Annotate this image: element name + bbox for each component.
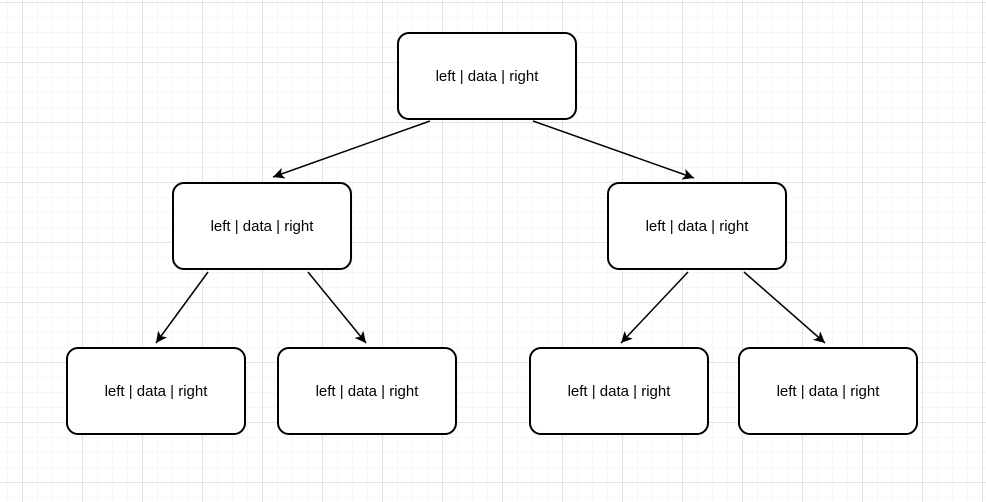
tree-node-left-child[interactable]: left | data | right (172, 182, 352, 270)
edge-right-child-to-right-left-leaf[interactable] (620, 271, 689, 344)
edge-root-to-left-child[interactable] (272, 120, 431, 179)
edge-left-child-to-left-right-leaf[interactable] (307, 271, 367, 344)
node-label: left | data | right (567, 382, 671, 400)
tree-node-right-left-leaf[interactable]: left | data | right (529, 347, 709, 435)
tree-node-right-right-leaf[interactable]: left | data | right (738, 347, 918, 435)
tree-node-left-left-leaf[interactable]: left | data | right (66, 347, 246, 435)
node-label: left | data | right (776, 382, 880, 400)
node-label: left | data | right (435, 67, 539, 85)
node-label: left | data | right (210, 217, 314, 235)
tree-node-root[interactable]: left | data | right (397, 32, 577, 120)
node-label: left | data | right (645, 217, 749, 235)
node-label: left | data | right (104, 382, 208, 400)
edge-left-child-to-left-left-leaf[interactable] (155, 271, 209, 344)
edge-right-child-to-right-right-leaf[interactable] (743, 271, 826, 344)
tree-node-right-child[interactable]: left | data | right (607, 182, 787, 270)
edge-root-to-right-child[interactable] (532, 120, 695, 180)
node-label: left | data | right (315, 382, 419, 400)
tree-node-left-right-leaf[interactable]: left | data | right (277, 347, 457, 435)
